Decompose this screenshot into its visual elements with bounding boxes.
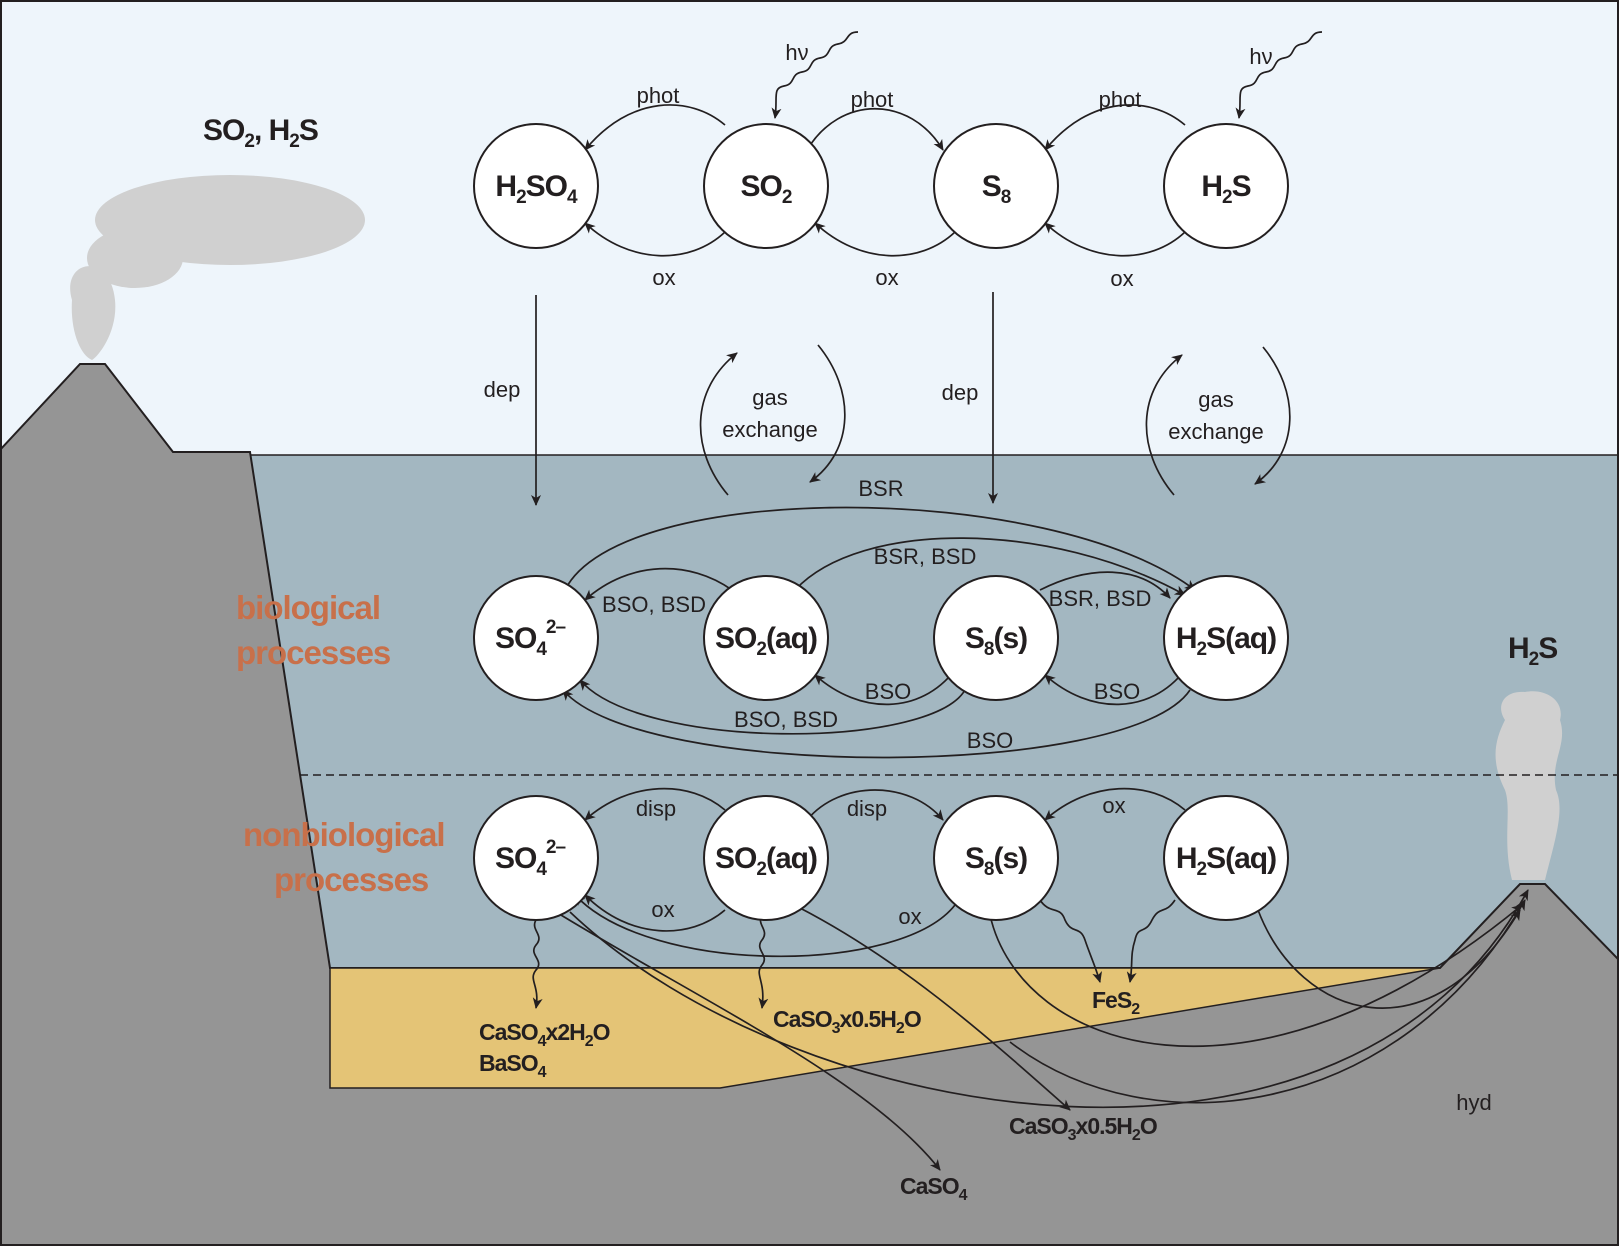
node-h2s-atm — [1163, 123, 1289, 249]
label-gas-1: gas — [752, 385, 787, 410]
water-body — [245, 455, 1619, 975]
node-label-so2aq-nb: SO2(aq) — [715, 842, 817, 880]
node-label-so2aq-bio: SO2(aq) — [715, 622, 817, 660]
node-label-so2-atm: SO2 — [741, 170, 792, 208]
sediment-layer — [329, 967, 1441, 1089]
label-ox-nb-2: ox — [651, 897, 674, 922]
node-so4-bio — [473, 575, 599, 701]
volcano-gas-label: SO2, H2S — [203, 114, 318, 152]
label-exchange-2: exchange — [1168, 419, 1263, 444]
node-label-h2saq-bio: H2S(aq) — [1176, 622, 1276, 660]
label-ox-atm-3: ox — [1110, 266, 1133, 291]
node-h2saq-nb — [1163, 795, 1289, 921]
node-label-s8s-nb: S8(s) — [965, 842, 1027, 880]
label-bso-1: BSO — [865, 679, 911, 704]
label-phot-1: phot — [637, 83, 680, 108]
biological-title-line2: processes — [236, 634, 390, 671]
label-ox-nb-3: ox — [898, 904, 921, 929]
label-bsr: BSR — [858, 476, 903, 501]
label-bso-2: BSO — [1094, 679, 1140, 704]
label-exchange-1: exchange — [722, 417, 817, 442]
nonbiological-title-line2: processes — [274, 861, 428, 898]
mineral-barite: BaSO4 — [479, 1050, 547, 1081]
node-so2aq-nb — [703, 795, 829, 921]
node-so4-nb — [473, 795, 599, 921]
node-so2aq-bio — [703, 575, 829, 701]
node-s8-atm — [933, 123, 1059, 249]
node-label-s8-atm: S8 — [982, 170, 1011, 208]
label-bsr-bsd-2: BSR, BSD — [1049, 586, 1152, 611]
mineral-gypsum: CaSO4x2H2O — [479, 1019, 610, 1050]
mineral-anhydrite: CaSO4 — [900, 1173, 968, 1204]
nonbiological-nodes — [473, 795, 1289, 921]
atmosphere-nodes — [473, 123, 1289, 249]
label-bso-bsd-2: BSO, BSD — [734, 707, 838, 732]
label-phot-2: phot — [851, 87, 894, 112]
biological-title-line1: biological — [236, 589, 380, 626]
node-label-s8s-bio: S8(s) — [965, 622, 1027, 660]
volcano-plume — [70, 175, 365, 360]
node-label-so4-nb: SO42– — [495, 837, 566, 880]
node-h2so4-atm — [473, 123, 599, 249]
mineral-hannebachite-deep: CaSO3x0.5H2O — [1009, 1113, 1157, 1144]
label-gas-2: gas — [1198, 387, 1233, 412]
nonbiological-title-line1: nonbiological — [243, 816, 444, 853]
label-ox-atm-1: ox — [652, 265, 675, 290]
mineral-pyrite: FeS2 — [1092, 987, 1140, 1018]
label-bsr-bsd-1: BSR, BSD — [874, 544, 977, 569]
nonbiological-arrows — [532, 787, 1529, 1171]
node-label-h2so4-atm: H2SO4 — [495, 170, 578, 208]
mineral-hannebachite: CaSO3x0.5H2O — [773, 1006, 921, 1037]
label-bso-3: BSO — [967, 728, 1013, 753]
label-hv-2: hν — [1249, 44, 1272, 69]
label-ox-nb-1: ox — [1102, 793, 1125, 818]
label-dep-2: dep — [942, 380, 979, 405]
label-disp-2: disp — [847, 796, 887, 821]
biological-arrows — [562, 506, 1196, 759]
label-phot-3: phot — [1099, 87, 1142, 112]
label-hyd: hyd — [1456, 1090, 1491, 1115]
vent-plume — [1495, 691, 1563, 880]
label-hv-1: hν — [785, 40, 808, 65]
label-bso-bsd-1: BSO, BSD — [602, 592, 706, 617]
label-disp-1: disp — [636, 796, 676, 821]
node-h2saq-bio — [1163, 575, 1289, 701]
vent-gas-label: H2S — [1508, 632, 1557, 670]
node-label-so4-bio: SO42– — [495, 617, 566, 660]
node-s8s-nb — [933, 795, 1059, 921]
node-label-h2saq-nb: H2S(aq) — [1176, 842, 1276, 880]
node-s8s-bio — [933, 575, 1059, 701]
node-so2-atm — [703, 123, 829, 249]
biological-nodes — [473, 575, 1289, 701]
exchange-arrows — [531, 292, 1291, 506]
label-ox-atm-2: ox — [875, 265, 898, 290]
atmosphere-arrows — [584, 31, 1323, 257]
label-dep-1: dep — [484, 377, 521, 402]
node-label-h2s-atm: H2S — [1201, 170, 1250, 208]
